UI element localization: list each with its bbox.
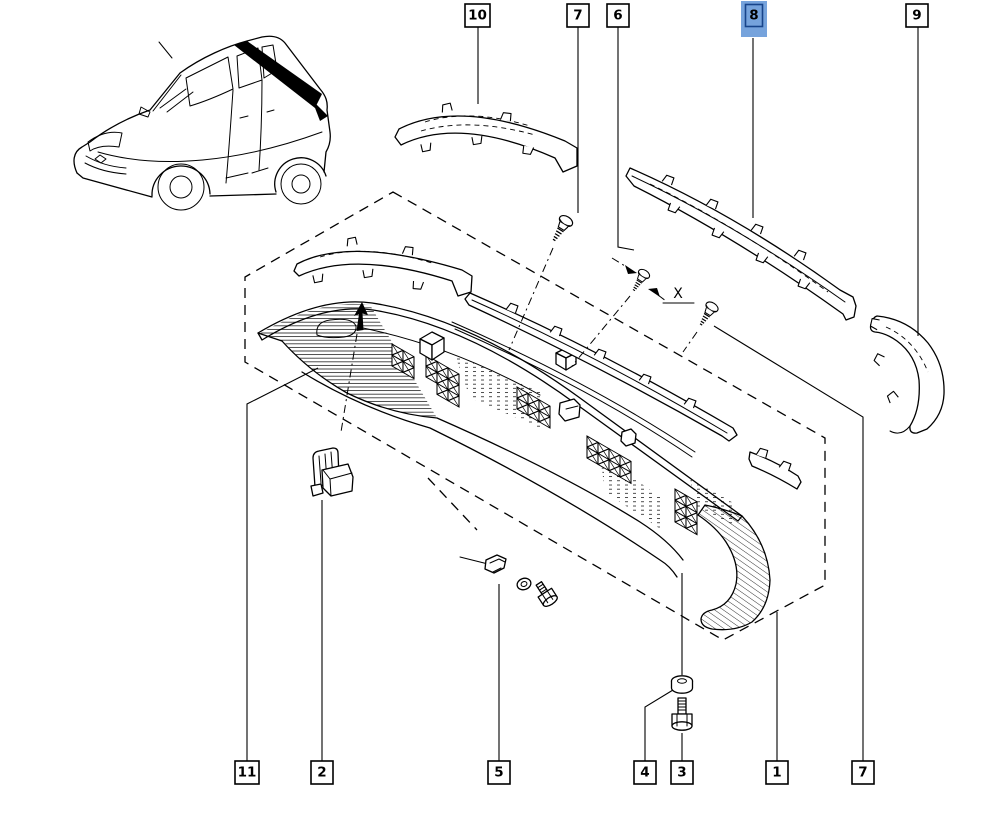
part-nut <box>670 675 694 694</box>
part-bolt <box>671 697 693 731</box>
mount-cube-b <box>555 347 577 371</box>
svg-text:7: 7 <box>573 8 582 24</box>
front-wheel <box>157 163 205 211</box>
part-upper-trim-strip <box>394 102 578 173</box>
svg-text:2: 2 <box>317 765 326 781</box>
callout-7-bottom[interactable]: 7 <box>851 760 875 785</box>
x-arrowhead-lower <box>648 288 660 297</box>
callout-3[interactable]: 3 <box>670 760 694 785</box>
part-clip-washer-bolt <box>459 554 558 607</box>
svg-text:1: 1 <box>772 765 781 781</box>
brand-badge <box>94 154 107 164</box>
screw-mid-axis <box>571 295 631 367</box>
car-illustration <box>73 35 331 211</box>
part-mounting-rail <box>464 292 738 442</box>
assembly-dashed-outline <box>244 191 826 641</box>
side-crease <box>97 131 323 162</box>
direction-arrow <box>354 302 368 331</box>
front-door-cut <box>225 89 234 184</box>
screw-top-axis <box>508 247 554 351</box>
rear-wheel <box>280 163 322 205</box>
callout-9[interactable]: 9 <box>905 3 929 28</box>
part-support-strip <box>293 236 473 297</box>
part-screw-top <box>547 212 576 245</box>
svg-text:4: 4 <box>640 765 649 781</box>
mount-clip-small <box>620 428 637 447</box>
part-end-cap <box>868 315 945 434</box>
svg-text:11: 11 <box>238 765 257 781</box>
callout-1[interactable]: 1 <box>765 760 789 785</box>
svg-text:8: 8 <box>749 8 758 24</box>
svg-text:5: 5 <box>494 765 503 781</box>
svg-text:9: 9 <box>912 8 921 24</box>
callout-11[interactable]: 11 <box>234 760 260 785</box>
part-bumper-shell <box>257 301 771 631</box>
callout-6[interactable]: 6 <box>606 3 630 28</box>
callout-8-box <box>744 3 764 28</box>
svg-text:7: 7 <box>858 765 867 781</box>
callout-7-top[interactable]: 7 <box>566 3 590 28</box>
mount-cube-a <box>419 331 445 361</box>
sill-lines <box>225 167 269 179</box>
bumper-hatched-face <box>259 303 437 418</box>
highlighted-rear-area <box>234 41 322 108</box>
rear-door-cut <box>258 79 263 171</box>
screw-right-axis <box>682 331 698 353</box>
part-rail-end-piece <box>748 446 802 490</box>
callout-8-highlighted[interactable]: 8 <box>741 1 767 37</box>
bracket-axis-line <box>340 333 358 433</box>
highlighted-rear-corner <box>312 100 328 121</box>
x-annotation: X <box>611 257 695 304</box>
clip-axis-dashed <box>427 477 478 531</box>
callout-2[interactable]: 2 <box>310 760 334 785</box>
svg-text:3: 3 <box>677 765 686 781</box>
antenna <box>158 41 173 59</box>
leader-lines <box>246 27 919 761</box>
svg-text:10: 10 <box>468 8 487 24</box>
grille <box>84 155 127 175</box>
callout-4[interactable]: 4 <box>633 760 657 785</box>
bumper-corner-horn <box>697 504 771 631</box>
part-side-bracket <box>310 447 354 497</box>
door-handles <box>239 109 275 119</box>
x-label: X <box>673 286 683 302</box>
part-reinforcement-bar <box>625 167 857 321</box>
front-door-window <box>185 56 234 107</box>
x-arrowhead-upper <box>625 265 637 274</box>
a-pillar <box>152 74 182 112</box>
part-screw-right <box>694 299 721 329</box>
headlight <box>87 131 123 152</box>
callout-10[interactable]: 10 <box>464 3 491 28</box>
svg-text:6: 6 <box>613 8 622 24</box>
callout-5[interactable]: 5 <box>487 760 511 785</box>
mount-bracket <box>558 398 581 422</box>
absorber-grid-2 <box>425 354 460 408</box>
mirror <box>138 106 151 118</box>
